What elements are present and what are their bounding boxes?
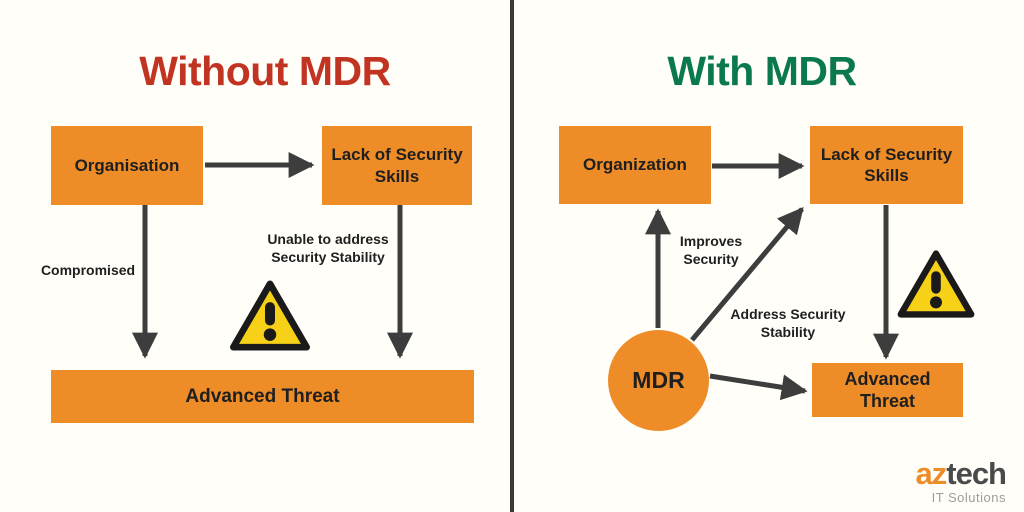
compromised-label: Compromised xyxy=(40,262,136,278)
logo-tech-text: tech xyxy=(946,456,1007,491)
arrow-mdr-to-advanced-threat xyxy=(709,373,808,401)
organization-box-right: Organization xyxy=(559,126,711,204)
aztech-logo-wordmark: aztech xyxy=(896,456,1007,491)
advanced-threat-box-left: Advanced Threat xyxy=(51,370,474,423)
with-mdr-title: With MDR xyxy=(667,48,857,94)
lack-of-security-skills-box-left: Lack of Security Skills xyxy=(322,126,472,205)
without-mdr-title: Without MDR xyxy=(139,48,391,94)
unable-to-address-label: Unable to address Security Stability xyxy=(267,231,389,265)
aztech-logo: aztech IT Solutions xyxy=(896,456,1007,505)
center-divider-line xyxy=(510,0,514,512)
address-security-stability-label: Address Security Stability xyxy=(730,306,846,340)
improves-security-label: Improves Security xyxy=(679,233,743,267)
warning-triangle-icon xyxy=(897,250,975,318)
organisation-box-left: Organisation xyxy=(51,126,203,205)
logo-az-text: az xyxy=(915,456,948,491)
warning-triangle-icon xyxy=(230,280,310,351)
mdr-circle: MDR xyxy=(608,330,709,431)
lack-of-security-skills-box-right: Lack of Security Skills xyxy=(810,126,963,204)
advanced-threat-box-right: Advanced Threat xyxy=(812,363,963,417)
logo-subtitle: IT Solutions xyxy=(931,490,1006,505)
